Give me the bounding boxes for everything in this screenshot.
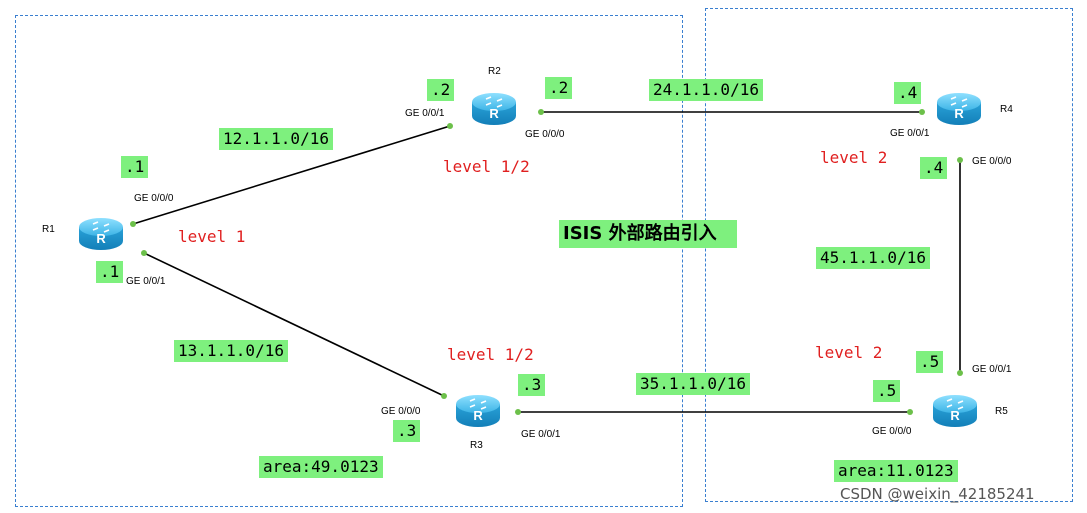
router-r3-icon bbox=[455, 394, 501, 428]
level-r2: level 1/2 bbox=[443, 157, 530, 176]
watermark: CSDN @weixin_42185241 bbox=[840, 485, 1035, 503]
host-r1-to-r3: .1 bbox=[96, 261, 124, 283]
host-r2-to-r4: .2 bbox=[545, 77, 573, 99]
host-r1-to-r2: .1 bbox=[121, 156, 149, 178]
link-r1-r2 bbox=[132, 125, 451, 225]
diagram-title: ISIS 外部路由引入 bbox=[559, 220, 737, 248]
area-left-label: area:49.0123 bbox=[259, 456, 383, 478]
router-r4-name: R4 bbox=[1000, 104, 1013, 115]
r3-ge001-label: GE 0/0/1 bbox=[521, 429, 561, 440]
r1-ge000-label: GE 0/0/0 bbox=[134, 193, 174, 204]
network-35-label: 35.1.1.0/16 bbox=[636, 373, 750, 395]
r5-ge000-label: GE 0/0/0 bbox=[872, 426, 912, 437]
link-r1-r3 bbox=[143, 252, 445, 397]
r5-ge001-label: GE 0/0/1 bbox=[972, 364, 1012, 375]
level-r5: level 2 bbox=[815, 343, 883, 362]
network-13-label: 13.1.1.0/16 bbox=[174, 340, 288, 362]
area-right-boundary bbox=[705, 8, 1073, 502]
router-r5-icon bbox=[932, 394, 978, 428]
r4-ge001-label: GE 0/0/1 bbox=[890, 128, 930, 139]
router-r4-icon bbox=[936, 92, 982, 126]
router-r2-name: R2 bbox=[488, 66, 501, 77]
level-r1: level 1 bbox=[178, 227, 246, 246]
host-r2-to-r1: .2 bbox=[427, 79, 455, 101]
port-r1-ge001 bbox=[141, 250, 147, 256]
level-r3: level 1/2 bbox=[447, 345, 534, 364]
port-r5-ge001 bbox=[957, 370, 963, 376]
r3-ge000-label: GE 0/0/0 bbox=[381, 406, 421, 417]
port-r2-ge000 bbox=[538, 109, 544, 115]
r1-ge001-label: GE 0/0/1 bbox=[126, 276, 166, 287]
port-r4-ge001 bbox=[919, 109, 925, 115]
r4-ge000-label: GE 0/0/0 bbox=[972, 156, 1012, 167]
port-r2-ge001 bbox=[447, 123, 453, 129]
host-r3-to-r5: .3 bbox=[518, 374, 546, 396]
port-r3-ge001 bbox=[515, 409, 521, 415]
router-r2-icon bbox=[471, 92, 517, 126]
router-r5-name: R5 bbox=[995, 406, 1008, 417]
host-r4-to-r5: .4 bbox=[920, 157, 948, 179]
network-12-label: 12.1.1.0/16 bbox=[219, 128, 333, 150]
network-45-label: 45.1.1.0/16 bbox=[816, 247, 930, 269]
r2-ge001-label: GE 0/0/1 bbox=[405, 108, 445, 119]
host-r3-to-r1: .3 bbox=[393, 420, 421, 442]
router-r3-name: R3 bbox=[470, 440, 483, 451]
level-r4: level 2 bbox=[820, 148, 888, 167]
area-left-boundary bbox=[15, 15, 683, 507]
port-r3-ge000 bbox=[441, 393, 447, 399]
port-r1-ge000 bbox=[130, 221, 136, 227]
r2-ge000-label: GE 0/0/0 bbox=[525, 129, 565, 140]
host-r4-to-r2: .4 bbox=[894, 82, 922, 104]
port-r5-ge000 bbox=[907, 409, 913, 415]
host-r5-to-r3: .5 bbox=[873, 380, 901, 402]
network-24-label: 24.1.1.0/16 bbox=[649, 79, 763, 101]
router-r1-icon bbox=[78, 217, 124, 251]
area-right-label: area:11.0123 bbox=[834, 460, 958, 482]
router-r1-name: R1 bbox=[42, 224, 55, 235]
port-r4-ge000 bbox=[957, 157, 963, 163]
host-r5-to-r4: .5 bbox=[916, 351, 944, 373]
